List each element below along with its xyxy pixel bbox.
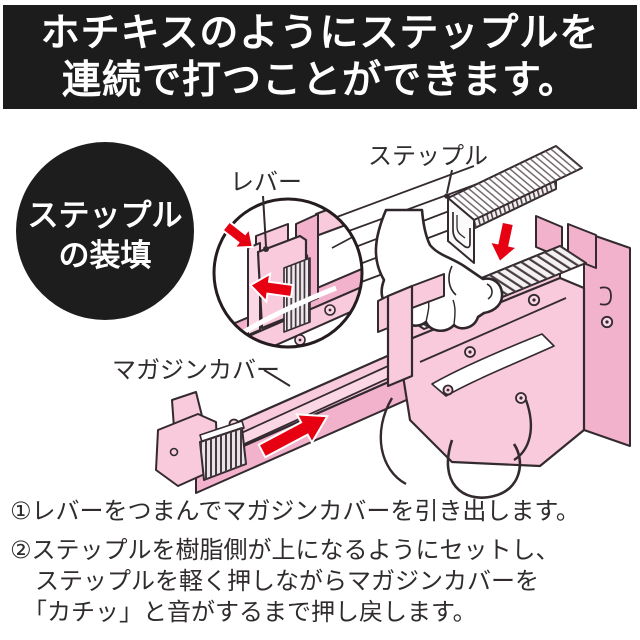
arrow-insert-staple-icon [487, 220, 520, 264]
section-badge: ステップル の装填 [16, 142, 194, 320]
trigger-loop [446, 439, 522, 499]
staple-strip [447, 145, 583, 264]
arrow-pinch-lever-icon [221, 220, 255, 249]
lever-label: レバー [230, 169, 302, 196]
magazine-cover-label: マガジンカバー [112, 357, 280, 384]
badge-line-1: ステップル [28, 198, 183, 233]
instructions: ①レバーをつまんでマガジンカバーを引き出します。 ②ステップルを樹脂側が上になる… [10, 496, 634, 628]
instruction-step-2-line-2: ステップルを軽く押しながらマガジンカバーを [35, 568, 539, 595]
badge-line-2: の装填 [59, 238, 152, 273]
header-line-2: 連続で打つことができます。 [61, 59, 579, 102]
staple-label: ステップル [368, 143, 488, 170]
header-line-1: ホチキスのようにステップルを [40, 12, 600, 55]
header-banner: ホチキスのようにステップルを 連続で打つことができます。 [3, 5, 637, 109]
instruction-step-1: ①レバーをつまんでマガジンカバーを引き出します。 [10, 498, 580, 525]
leader-lines [262, 169, 453, 387]
instruction-step-2-line-1: ②ステップルを樹脂側が上になるようにセットし、 [10, 537, 560, 564]
instruction-step-2-line-3: 「カチッ」と音がするまで押し戻します。 [23, 599, 477, 626]
inset-circle-outline [212, 197, 364, 349]
arrow-push-back-icon [257, 413, 330, 459]
body-highlight [431, 333, 555, 397]
arrow-pull-out-icon [248, 271, 294, 304]
pusher-bracket [377, 273, 445, 388]
